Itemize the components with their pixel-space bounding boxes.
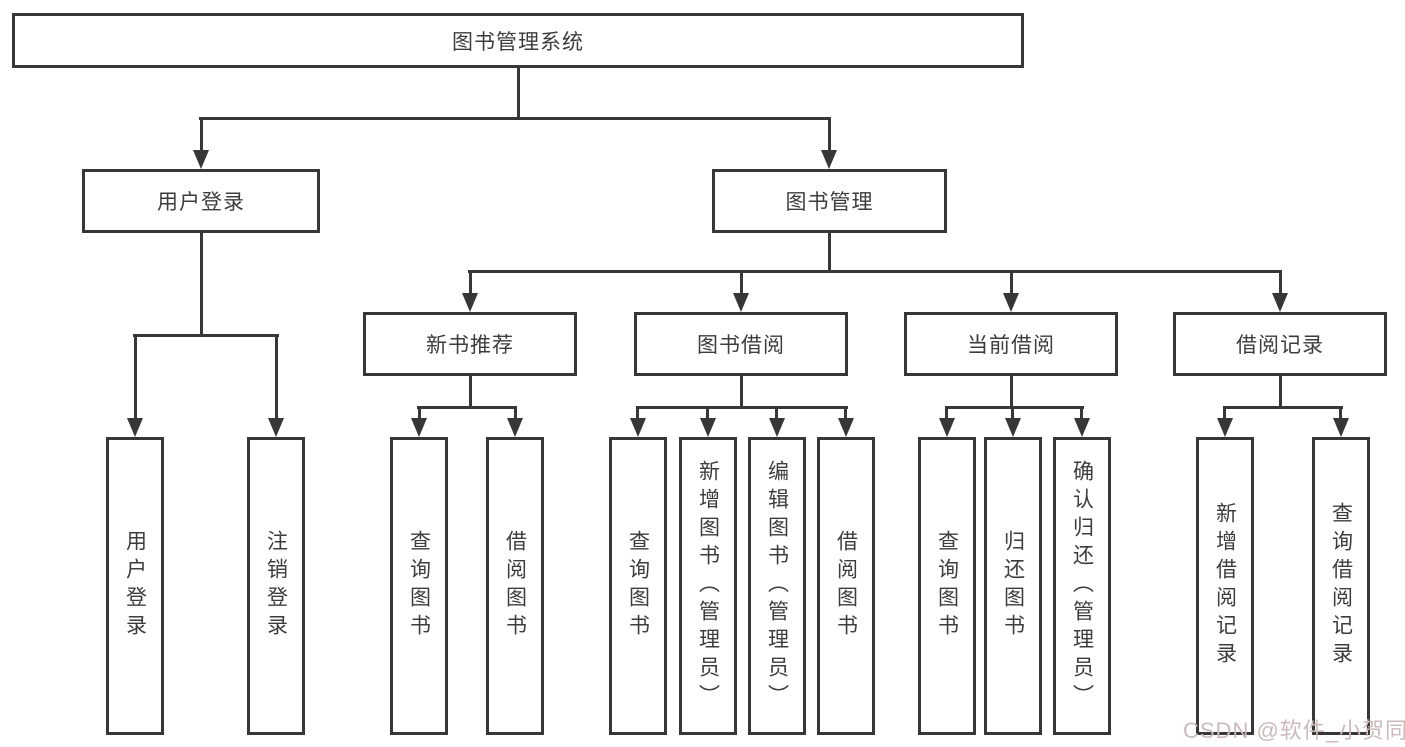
connector-line [1010, 376, 1013, 409]
connector-line [828, 233, 831, 273]
leaf-borrow-edit-books-admin: 编辑图书（管理员） [748, 437, 806, 735]
connector-line [1279, 376, 1282, 409]
arrowhead-down-icon [700, 418, 716, 437]
leaf-records-add-record-label: 新增借阅记录 [1213, 502, 1237, 670]
connector-line [1011, 406, 1014, 420]
connector-line [514, 406, 517, 420]
leaf-borrow-edit-books-admin-label: 编辑图书（管理员） [765, 460, 789, 712]
arrowhead-down-icon [507, 418, 523, 437]
leaf-logout: 注销登录 [247, 437, 305, 735]
connector-line [828, 117, 831, 153]
leaf-current-return-books-label: 归还图书 [1001, 530, 1025, 642]
connector-line [1223, 406, 1343, 409]
connector-line [469, 270, 472, 295]
connector-line [1010, 270, 1013, 295]
leaf-logout-label: 注销登录 [264, 530, 288, 642]
leaf-newbook-borrow-books-label: 借阅图书 [503, 530, 527, 642]
leaf-newbook-query-books: 查询图书 [390, 437, 448, 735]
connector-line [1279, 270, 1282, 295]
connector-line [945, 406, 948, 420]
arrowhead-down-icon [733, 293, 749, 312]
node-root: 图书管理系统 [12, 13, 1024, 68]
connector-line [200, 233, 203, 337]
arrowhead-down-icon [462, 293, 478, 312]
leaf-records-add-record: 新增借阅记录 [1196, 437, 1254, 735]
node-borrowing-records: 借阅记录 [1173, 312, 1387, 376]
leaf-records-query-record: 查询借阅记录 [1312, 437, 1370, 735]
connector-line [1339, 406, 1342, 420]
arrowhead-down-icon [630, 418, 646, 437]
node-new-book-recommend: 新书推荐 [363, 312, 577, 376]
connector-line [775, 406, 778, 420]
arrowhead-down-icon [1074, 418, 1090, 437]
connector-line [636, 406, 639, 420]
connector-line [417, 406, 517, 409]
node-book-borrowing-label: 图书借阅 [697, 334, 785, 357]
connector-line [468, 270, 1282, 273]
connector-line [275, 334, 278, 420]
node-book-borrowing: 图书借阅 [634, 312, 848, 376]
node-book-management-label: 图书管理 [785, 191, 874, 214]
connector-line [200, 117, 203, 153]
leaf-newbook-borrow-books: 借阅图书 [486, 437, 544, 735]
connector-line [199, 117, 831, 120]
leaf-borrow-query-books-label: 查询图书 [626, 530, 650, 642]
leaf-records-query-record-label: 查询借阅记录 [1329, 502, 1353, 670]
connector-line [134, 334, 137, 420]
leaf-borrow-add-books-admin: 新增图书（管理员） [679, 437, 737, 735]
connector-line [740, 376, 743, 409]
connector-line [945, 406, 1084, 409]
leaf-current-confirm-return-admin-label: 确认归还（管理员） [1070, 460, 1094, 712]
arrowhead-down-icon [268, 418, 284, 437]
connector-line [418, 406, 421, 420]
leaf-current-query-books-label: 查询图书 [935, 530, 959, 642]
arrowhead-down-icon [1272, 293, 1288, 312]
arrowhead-down-icon [1005, 418, 1021, 437]
node-user-login: 用户登录 [82, 169, 320, 233]
node-book-management: 图书管理 [712, 169, 947, 233]
csdn-watermark: CSDN @软件_小贺同学 [1183, 718, 1405, 743]
arrowhead-down-icon [127, 418, 143, 437]
node-new-book-recommend-label: 新书推荐 [426, 334, 514, 357]
leaf-borrow-query-books: 查询图书 [609, 437, 667, 735]
connector-line [469, 376, 472, 409]
arrowhead-down-icon [1333, 418, 1349, 437]
node-user-login-label: 用户登录 [157, 191, 245, 214]
leaf-current-return-books: 归还图书 [984, 437, 1042, 735]
arrowhead-down-icon [193, 150, 209, 169]
connector-line [1223, 406, 1226, 420]
arrowhead-down-icon [821, 150, 837, 169]
connector-line [844, 406, 847, 420]
connector-line [706, 406, 709, 420]
leaf-borrow-borrow-books: 借阅图书 [817, 437, 875, 735]
node-current-borrowing: 当前借阅 [904, 312, 1118, 376]
arrowhead-down-icon [939, 418, 955, 437]
arrowhead-down-icon [769, 418, 785, 437]
leaf-borrow-borrow-books-label: 借阅图书 [834, 530, 858, 642]
arrowhead-down-icon [411, 418, 427, 437]
connector-line [133, 334, 279, 337]
connector-line [636, 406, 848, 409]
leaf-user-login: 用户登录 [106, 437, 164, 735]
connector-line [517, 68, 520, 118]
connector-line [740, 270, 743, 295]
node-current-borrowing-label: 当前借阅 [967, 334, 1055, 357]
arrowhead-down-icon [838, 418, 854, 437]
arrowhead-down-icon [1217, 418, 1233, 437]
leaf-user-login-label: 用户登录 [123, 530, 147, 642]
node-root-label: 图书管理系统 [452, 30, 584, 54]
connector-line [1080, 406, 1083, 420]
arrowhead-down-icon [1003, 293, 1019, 312]
leaf-current-confirm-return-admin: 确认归还（管理员） [1053, 437, 1111, 735]
leaf-borrow-add-books-admin-label: 新增图书（管理员） [696, 460, 720, 712]
leaf-current-query-books: 查询图书 [918, 437, 976, 735]
node-borrowing-records-label: 借阅记录 [1236, 334, 1324, 357]
leaf-newbook-query-books-label: 查询图书 [407, 530, 431, 642]
